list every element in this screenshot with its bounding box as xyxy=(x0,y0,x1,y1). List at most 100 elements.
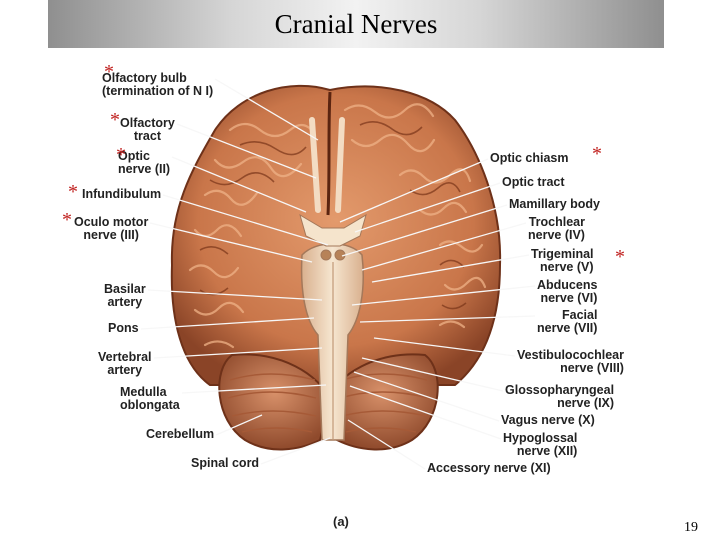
leader-line-vagus-nerve xyxy=(353,371,500,422)
leader-line-spinal-cord xyxy=(260,437,331,465)
leader-line-hypoglossal xyxy=(349,385,502,440)
label-line1: Optic tract xyxy=(502,175,565,189)
leader-line-oculo-motor xyxy=(149,222,313,263)
leader-line-abducens xyxy=(351,285,536,306)
figure-caption: (a) xyxy=(333,514,349,529)
label-line1: Pons xyxy=(108,321,139,335)
important-star-marker: * xyxy=(68,181,78,203)
leader-line-medulla xyxy=(181,384,327,394)
leader-line-trigeminal xyxy=(371,254,530,283)
label-line2: nerve (II) xyxy=(118,162,171,176)
page-number: 19 xyxy=(684,520,698,535)
label-line2: nerve (VII) xyxy=(537,321,598,335)
label-line1: Hypoglossal xyxy=(503,431,578,445)
leader-line-vertebral xyxy=(153,347,323,359)
important-star-marker: * xyxy=(116,144,126,166)
label-line2: nerve (IX) xyxy=(557,396,615,410)
label-line1: Infundibulum xyxy=(82,187,162,201)
label-line1: Cerebellum xyxy=(146,427,215,441)
leader-line-optic-chiasm xyxy=(339,158,489,223)
label-line1: Trigeminal xyxy=(531,247,594,261)
label-line1: Glossopharyngeal xyxy=(505,383,615,397)
label-line1: Vestibulocochlear xyxy=(517,348,624,362)
label-line2: (termination of N I) xyxy=(102,84,214,98)
gyri-texture xyxy=(188,103,487,349)
label-line2: nerve (III) xyxy=(83,228,139,242)
label-line1: Olfactory xyxy=(120,116,175,130)
label-cerebellum: Cerebellum xyxy=(146,428,214,441)
label-line2: tract xyxy=(133,129,161,143)
important-star-marker: * xyxy=(592,143,602,165)
leader-line-olfactory xyxy=(176,123,317,179)
label-line1: Optic chiasm xyxy=(490,151,569,165)
label-vagus-nerve: Vagus nerve (X) xyxy=(501,414,595,427)
leader-line-facial xyxy=(359,315,536,323)
label-line1: Spinal cord xyxy=(191,456,260,470)
label-line1: Basilar xyxy=(104,282,146,296)
label-line2: nerve (IV) xyxy=(528,228,585,242)
leader-line-glossopharyngeal xyxy=(361,357,504,392)
slide-title: Cranial Nerves xyxy=(274,8,438,39)
label-line2: oblongata xyxy=(120,398,180,412)
leader-line-accessory-nerve xyxy=(347,419,426,470)
label-line2: nerve (VIII) xyxy=(560,361,624,375)
label-line2: artery xyxy=(107,363,143,377)
label-infundibulum: Infundibulum xyxy=(82,188,161,201)
label-optic-chiasm: Optic chiasm xyxy=(490,152,569,165)
label-line1: Oculo motor xyxy=(74,215,149,229)
label-line1: Facial xyxy=(562,308,598,322)
leader-line-vestibulocochlear xyxy=(373,337,516,357)
label-line1: Vertebral xyxy=(98,350,152,364)
important-star-marker: * xyxy=(62,209,72,231)
label-line2: nerve (XII) xyxy=(516,444,578,458)
important-star-marker: * xyxy=(615,246,625,268)
label-line2: nerve (V) xyxy=(540,260,594,274)
leader-line-cerebellum xyxy=(215,414,263,436)
leader-line-optic xyxy=(171,156,307,213)
leader-lines xyxy=(140,78,536,470)
leader-line-mamillary-body xyxy=(341,204,508,257)
label-line2: artery xyxy=(107,295,143,309)
leader-line-trochlear xyxy=(361,222,527,271)
label-pons: Pons xyxy=(108,322,139,335)
label-optic-tract: Optic tract xyxy=(502,176,565,189)
label-line1: Olfactory bulb xyxy=(102,71,187,85)
label-accessory-nerve: Accessory nerve (XI) xyxy=(427,462,551,475)
label-line1: Medulla xyxy=(120,385,167,399)
leader-line-infundibulum xyxy=(162,194,329,246)
label-line1: Mamillary body xyxy=(509,197,600,211)
leader-line-optic-tract xyxy=(354,182,501,233)
important-star-marker: * xyxy=(104,61,114,83)
olfactory-tracts xyxy=(309,117,345,213)
label-olfactory-bulb: Olfactory bulb(termination of N I) xyxy=(102,72,213,98)
title-bar: Cranial Nerves xyxy=(48,0,664,48)
optic-chiasm-region xyxy=(299,213,367,261)
label-line1: Trochlear xyxy=(528,215,585,229)
label-line1: Accessory nerve (XI) xyxy=(427,461,551,475)
important-star-marker: * xyxy=(110,109,120,131)
sulci-texture xyxy=(199,121,467,310)
label-spinal-cord: Spinal cord xyxy=(191,457,259,470)
cerebellum xyxy=(218,353,439,451)
label-line1: Vagus nerve (X) xyxy=(501,413,595,427)
leader-line-olfactory-bulb xyxy=(214,78,319,141)
leader-line-basilar xyxy=(147,289,323,301)
label-line1: Abducens xyxy=(537,278,598,292)
leader-line-pons xyxy=(140,317,315,330)
label-line1: Optic xyxy=(118,149,150,163)
label-mamillary-body: Mamillary body xyxy=(509,198,600,211)
